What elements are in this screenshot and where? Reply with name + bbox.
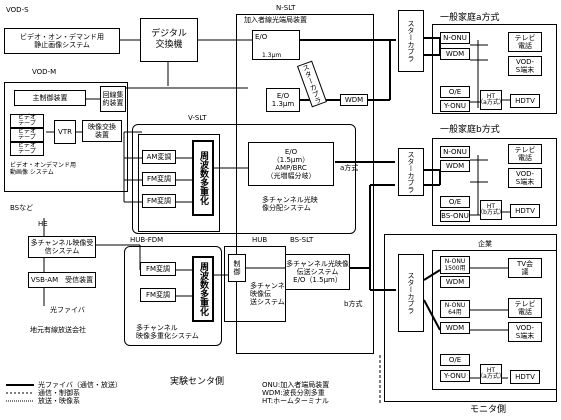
- line-concentrator: 回線集 約装置: [100, 86, 126, 112]
- legend-optical-fiber: 光ファイバ（通信・放送）: [38, 381, 122, 389]
- home-a-title: 一般家庭a方式: [440, 13, 500, 23]
- n-slt-wavelength: 1.3μm: [262, 52, 282, 59]
- fm-modulator-1: FM変調: [142, 172, 176, 186]
- am-modulator: AM変調: [142, 150, 176, 164]
- hub-fdm-label: HUB-FDM: [130, 236, 164, 244]
- hub-fdm-frame: [124, 246, 222, 346]
- home-a-frame: [432, 24, 557, 114]
- hub-fm-modulator-2: FM変調: [140, 288, 176, 302]
- home-b-title: 一般家庭b方式: [440, 125, 500, 135]
- home-b-tv-phone: テレビ 電話: [508, 144, 542, 164]
- hub-controller: 制 御: [228, 254, 246, 282]
- home-a-oe: O/E: [440, 86, 470, 98]
- corp-oe: O/E: [440, 354, 470, 366]
- fm-modulator-2: FM変調: [142, 194, 176, 208]
- home-b-oe: O/E: [440, 196, 470, 208]
- corp-y-onu: Y-ONU: [440, 370, 470, 382]
- note-ht: HT:ホームターミナル: [262, 397, 329, 405]
- vod-s-label: VOD-S: [6, 6, 29, 14]
- digital-switch: デジタル 交換機: [140, 18, 198, 62]
- optical-fiber-label: 光ファイバ: [50, 306, 85, 314]
- corp-n-onu-64: N-ONU 64用: [440, 300, 470, 318]
- a-method-label: a方式: [340, 164, 359, 172]
- home-b-frame: [432, 138, 557, 226]
- v-slt-frame: [132, 124, 356, 234]
- corp-tv-conference: TV会 議: [508, 258, 542, 278]
- video-tape-2: ビデオ テープ: [10, 128, 44, 142]
- corp-hdtv: HDTV: [510, 370, 540, 384]
- v-slt-system-label: 多チャンネル光映 像分配システム: [262, 196, 318, 212]
- hub-system-label: 多チャンネル 映像伝 送システム: [250, 282, 292, 306]
- vsb-am-receiver: VSB-AM 受信装置: [28, 272, 96, 288]
- hub-fm-modulator-1: FM変調: [140, 262, 176, 276]
- vod-m-system-label: ビデオ・オンデマンド用 動画像 システム: [10, 162, 77, 176]
- home-a-wdm: WDM: [440, 48, 470, 60]
- vod-m-label: VOD-M: [32, 68, 57, 76]
- home-b-hdtv: HDTV: [510, 204, 540, 218]
- n-slt-frame: [236, 14, 374, 354]
- video-tape-1: ビデオ テープ: [10, 114, 44, 128]
- star-coupler-monitor: スターカプラ: [398, 254, 424, 332]
- local-cable-company: 地元有線放送会社: [30, 326, 86, 334]
- eo-amp-block: E/O （1.5μm） AMP/BRC （光増幅分岐）: [248, 142, 334, 186]
- note-onu: ONU:加入者端局装置: [262, 381, 330, 389]
- monitor-side-label: モニタ側: [470, 405, 507, 415]
- v-slt-label: V-SLT: [188, 114, 207, 122]
- star-coupler-top: スターカプラ: [398, 10, 424, 72]
- legend-broadcast-video: 放送・映像系: [38, 397, 80, 405]
- corp-vod-terminal: VOD- S端末: [508, 322, 542, 342]
- home-a-hdtv: HDTV: [510, 94, 540, 108]
- legend-comm-control: 通信・制御系: [38, 389, 80, 397]
- multi-channel-receiver: 多チャンネル映像受 信システム: [28, 236, 96, 258]
- corp-ht: HT （a方式）: [477, 364, 505, 384]
- n-slt-label: N-SLT: [276, 4, 296, 12]
- freq-mux-v: 周波数多重化: [192, 140, 214, 216]
- home-a-ht: HT （a方式）: [477, 90, 505, 110]
- bs-slt-block: 多チャンネル光映像 伝送システム E/O（1.5μm）: [285, 254, 350, 290]
- home-a-y-onu: Y-ONU: [440, 100, 470, 112]
- corp-frame: [432, 250, 557, 390]
- n-slt-title: 加入者線光端局装置: [244, 16, 307, 24]
- home-b-n-onu: N-ONU: [440, 146, 470, 158]
- home-b-ht: HT （b方式）: [477, 200, 505, 220]
- center-side-label: 実験センタ側: [170, 377, 225, 387]
- n-slt-eo: E/O: [252, 30, 300, 60]
- b-method-label: b方式: [344, 300, 363, 308]
- home-b-vod-terminal: VOD- S端末: [508, 168, 542, 188]
- hub-label: HUB: [252, 236, 268, 244]
- corp-wdm-1: WDM: [440, 276, 470, 288]
- corp-tv-phone: テレビ 電話: [508, 298, 542, 318]
- home-a-tv-phone: テレビ 電話: [508, 32, 542, 52]
- corp-wdm-2: WDM: [440, 322, 470, 334]
- bs-etc-label: BSなど: [10, 204, 34, 212]
- home-b-bs-onu: BS-ONU: [440, 210, 470, 222]
- eo-1300: E/O 1.3μm: [266, 88, 300, 112]
- corp-n-onu-1500: N-ONU 1500用: [440, 256, 470, 274]
- v-slt-inner: [138, 134, 220, 232]
- note-wdm: WDM:波長分割多重: [262, 389, 325, 397]
- he-label: HE: [38, 220, 48, 228]
- corp-label: 企業: [478, 240, 492, 248]
- star-coupler-b: スターカプラ: [398, 148, 424, 196]
- bs-slt-label: BS-SLT: [290, 236, 314, 244]
- vtr: VTR: [54, 120, 76, 144]
- video-tape-3: ビデオ テープ: [10, 142, 44, 156]
- video-switching-device: 映像交換 装置: [82, 120, 122, 142]
- vod-s-system: ビデオ・オン・デマンド用 静止画像システム: [4, 28, 120, 54]
- hub-fdm-system-label: 多チャンネル 映像多重化システム: [136, 324, 199, 340]
- home-b-wdm: WDM: [440, 160, 470, 172]
- vod-m-frame: [4, 82, 128, 192]
- freq-mux-hub: 周波数多重化: [192, 256, 214, 322]
- wdm-center: WDM: [340, 94, 368, 106]
- home-a-n-onu: N-ONU: [440, 32, 470, 44]
- home-a-vod-terminal: VOD- S端末: [508, 56, 542, 76]
- main-controller: 主制御装置: [14, 90, 86, 106]
